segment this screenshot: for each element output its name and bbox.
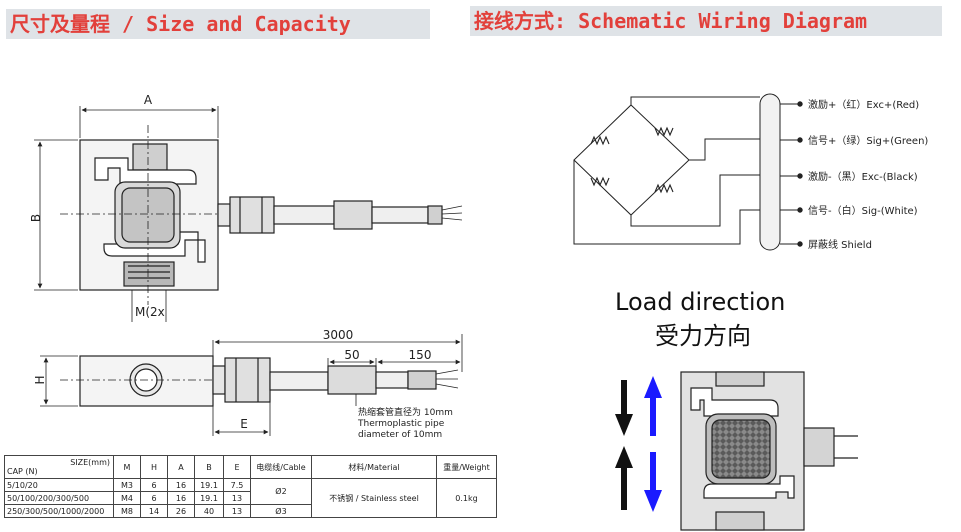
h-cell: 14 [140,504,168,518]
pipe-note-en-1: Thermoplastic pipe [357,419,445,429]
pipe-note-en-2: diameter of 10mm [358,430,442,440]
load-direction-title: Load direction [615,288,786,316]
dimension-a [79,106,219,138]
side-view [60,355,459,407]
table-corner-cell: SIZE(mm) CAP (N) [4,455,114,479]
dimension-h-label: H [33,375,47,384]
col-e: E [223,455,251,479]
b-cell: 19.1 [194,478,224,492]
dimension-e-label: E [240,417,248,431]
m-cell: M3 [113,478,141,492]
thread-dimension [131,290,167,322]
m-cell: M8 [113,504,141,518]
wheatstone-bridge [573,93,803,251]
wire-exc-plus-label: 激励+（红）Exc+(Red) [808,98,919,111]
a-cell: 16 [167,491,195,505]
col-h: H [140,455,168,479]
cap-cell: 5/10/20 [4,478,114,492]
dimension-e [212,402,271,436]
front-view [60,125,463,305]
load-direction-subtitle: 受力方向 [655,322,751,350]
dimension-a-label: A [144,93,153,107]
col-m: M [113,455,141,479]
thread-label: M(2x [135,305,165,319]
pipe-note-cn: 热缩套管直径为 10mm [358,406,453,418]
e-cell: 13 [223,504,251,518]
col-material: 材料/Material [311,455,437,479]
col-a: A [167,455,195,479]
a-cell: 16 [167,478,195,492]
material-cell: 不锈钢 / Stainless steel [311,478,437,518]
m-cell: M4 [113,491,141,505]
col-cable: 电缆线/Cable [250,455,312,479]
cable-large-cell: Ø3 [250,504,312,518]
size-capacity-header: 尺寸及量程 / Size and Capacity [6,9,430,39]
wire-exc-minus-label: 激励-（黑）Exc-(Black) [808,170,918,183]
b-cell: 40 [194,504,224,518]
dimension-b [34,139,78,291]
e-cell: 7.5 [223,478,251,492]
table-header-row: SIZE(mm) CAP (N) M H A B E 电缆线/Cable 材料/… [4,455,497,479]
dimension-b-label: B [29,214,43,222]
wiring-diagram-header: 接线方式: Schematic Wiring Diagram [470,6,942,36]
table-row: 250/300/500/1000/2000 M8 14 26 40 13 Ø3 [4,504,497,518]
col-weight: 重量/Weight [436,455,497,479]
h-cell: 6 [140,478,168,492]
dimension-h [40,355,78,407]
spec-table: SIZE(mm) CAP (N) M H A B E 电缆线/Cable 材料/… [4,455,497,518]
segment-50-label: 50 [344,348,359,362]
a-cell: 26 [167,504,195,518]
wire-sig-minus-label: 信号-（白）Sig-(White) [808,204,918,217]
cap-cell: 250/300/500/1000/2000 [4,504,114,518]
h-cell: 6 [140,491,168,505]
cable-small-cell: Ø2 [250,478,312,505]
corner-size-label: SIZE(mm) [70,458,110,467]
weight-cell: 0.1kg [436,478,497,518]
cable-length-dimension [212,334,463,406]
load-direction-arrows [615,376,662,512]
wire-sig-plus-label: 信号+（绿）Sig+(Green) [808,134,928,147]
table-row: 50/100/200/300/500 M4 6 16 19.1 13 [4,491,497,505]
corner-cap-label: CAP (N) [7,467,38,476]
cable-length-label: 3000 [323,328,354,342]
col-b: B [194,455,224,479]
segment-150-label: 150 [409,348,432,362]
b-cell: 19.1 [194,491,224,505]
table-row: 5/10/20 M3 6 16 19.1 7.5 Ø2 不锈钢 / Stainl… [4,478,497,518]
e-cell: 13 [223,491,251,505]
load-cell-sketch [680,371,858,531]
wire-shield-label: 屏蔽线 Shield [808,238,872,251]
cap-cell: 50/100/200/300/500 [4,491,114,505]
